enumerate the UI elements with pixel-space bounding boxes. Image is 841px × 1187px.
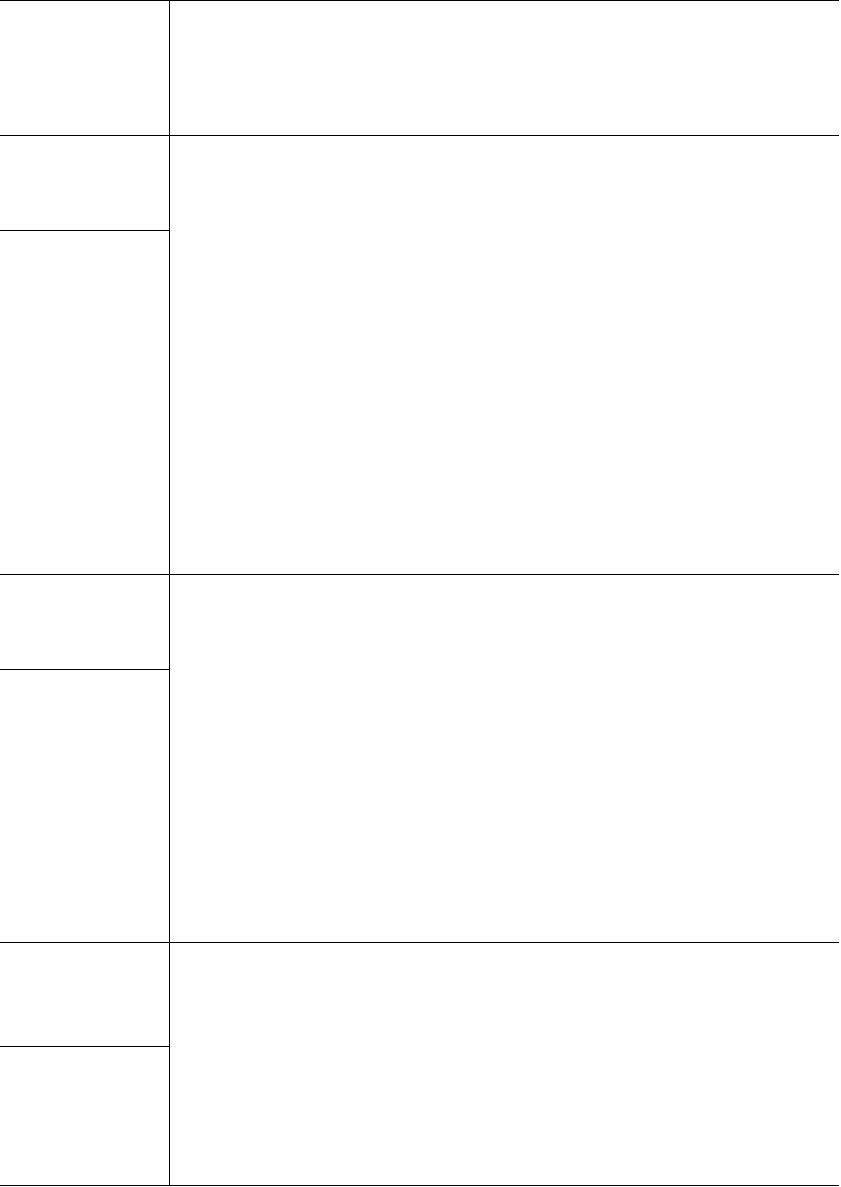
form-bottom-rule: [0, 1185, 839, 1186]
section-content-cell[interactable]: [170, 943, 839, 1185]
column-separator: [169, 0, 170, 1186]
section-divider: [0, 135, 839, 136]
section-sublabel-cell: [0, 670, 169, 942]
header-content-cell[interactable]: [170, 1, 839, 135]
section-content-cell[interactable]: [170, 575, 839, 942]
section-label-cell: [0, 943, 169, 1046]
section-label-cell: [0, 136, 169, 230]
section-sublabel-cell: [0, 231, 169, 574]
header-label-cell: [0, 1, 169, 135]
section-content-cell[interactable]: [170, 136, 839, 574]
form-top-rule: [0, 0, 839, 1]
section-label-cell: [0, 575, 169, 669]
section-sublabel-cell: [0, 1047, 169, 1185]
label-column-divider: [0, 669, 170, 670]
section-divider: [0, 574, 839, 575]
label-column-divider: [0, 230, 170, 231]
section-divider: [0, 942, 839, 943]
label-column-divider: [0, 1046, 170, 1047]
